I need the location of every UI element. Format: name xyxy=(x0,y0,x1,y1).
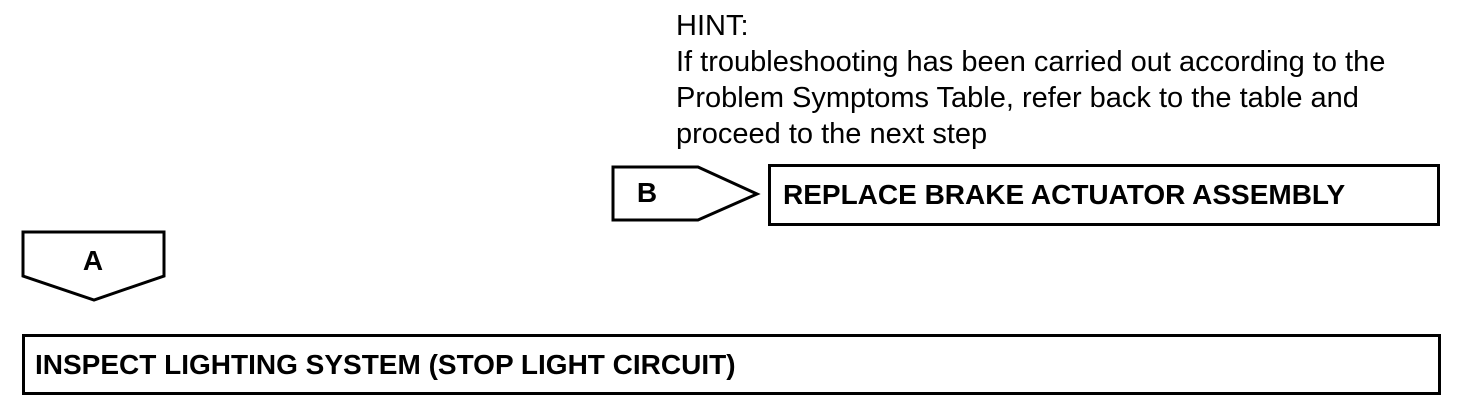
hint-line-1: If troubleshooting has been carried out … xyxy=(676,46,1386,78)
hint-block: HINT: If troubleshooting has been carrie… xyxy=(676,8,1456,152)
branch-b-tag-shape xyxy=(611,165,761,222)
branch-a-tag-label: A xyxy=(82,245,104,276)
hint-line-3: proceed to the next step xyxy=(676,118,988,150)
branch-b-tag-label: B xyxy=(636,177,658,208)
branch-a-tag-shape xyxy=(21,230,166,302)
replace-brake-actuator-label: REPLACE BRAKE ACTUATOR ASSEMBLY xyxy=(783,179,1346,210)
inspect-lighting-system-label: INSPECT LIGHTING SYSTEM (STOP LIGHT CIRC… xyxy=(35,348,736,380)
replace-brake-actuator-box: REPLACE BRAKE ACTUATOR ASSEMBLY xyxy=(768,164,1440,226)
hint-line-2: Problem Symptoms Table, refer back to th… xyxy=(676,82,1359,114)
hint-title: HINT: xyxy=(676,10,749,42)
inspect-lighting-system-box: INSPECT LIGHTING SYSTEM (STOP LIGHT CIRC… xyxy=(22,334,1441,395)
